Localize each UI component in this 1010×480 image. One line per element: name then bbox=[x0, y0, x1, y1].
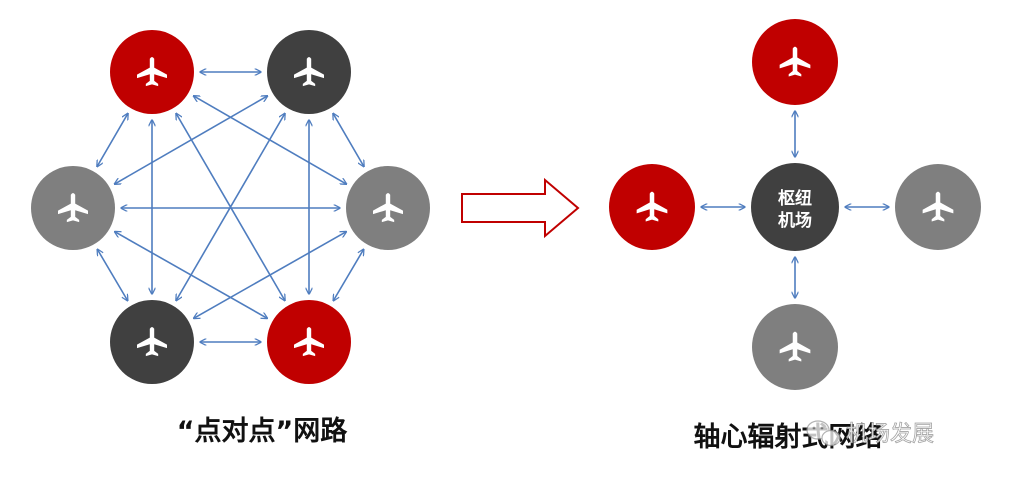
point-to-point-nodes bbox=[31, 30, 430, 384]
airport-node-mid-right bbox=[346, 166, 430, 250]
spoke-airport-node-top bbox=[752, 19, 838, 105]
hub-spoke-nodes bbox=[609, 19, 981, 390]
hub-and-spoke-network: 枢纽 机场 bbox=[609, 19, 981, 390]
airport-node-bottom-left bbox=[110, 300, 194, 384]
route-arrow-mid-right-bottom-right bbox=[333, 249, 363, 300]
spoke-airport-node-bottom bbox=[752, 304, 838, 390]
transition-arrow-icon bbox=[461, 177, 580, 239]
hub-circle bbox=[751, 163, 839, 251]
hub-spoke-links bbox=[701, 111, 889, 298]
airport-node-top-left bbox=[110, 30, 194, 114]
watermark: 机场发展 bbox=[806, 420, 934, 447]
hub-label-line1: 枢纽 bbox=[778, 188, 812, 209]
spoke-airport-node-left bbox=[609, 164, 695, 250]
hub-airport-node: 枢纽 机场 bbox=[751, 163, 839, 251]
spoke-airport-node-right bbox=[895, 164, 981, 250]
left-caption: “点对点”网路 bbox=[177, 415, 348, 447]
route-arrow-top-right-mid-right bbox=[333, 114, 364, 167]
watermark-text: 机场发展 bbox=[846, 422, 934, 447]
airport-node-bottom-right bbox=[267, 300, 351, 384]
route-arrow-mid-left-bottom-left bbox=[97, 249, 127, 300]
airport-node-top-right bbox=[267, 30, 351, 114]
hub-label-line2: 机场 bbox=[778, 210, 812, 231]
point-to-point-network bbox=[31, 30, 430, 384]
point-to-point-links bbox=[97, 72, 364, 342]
airport-node-mid-left bbox=[31, 166, 115, 250]
right-caption: 轴心辐射式网络 bbox=[694, 421, 883, 453]
route-arrow-mid-right-bottom-left bbox=[194, 232, 347, 319]
route-arrow-top-left-mid-left bbox=[97, 114, 128, 167]
wechat-icon bbox=[806, 420, 841, 447]
